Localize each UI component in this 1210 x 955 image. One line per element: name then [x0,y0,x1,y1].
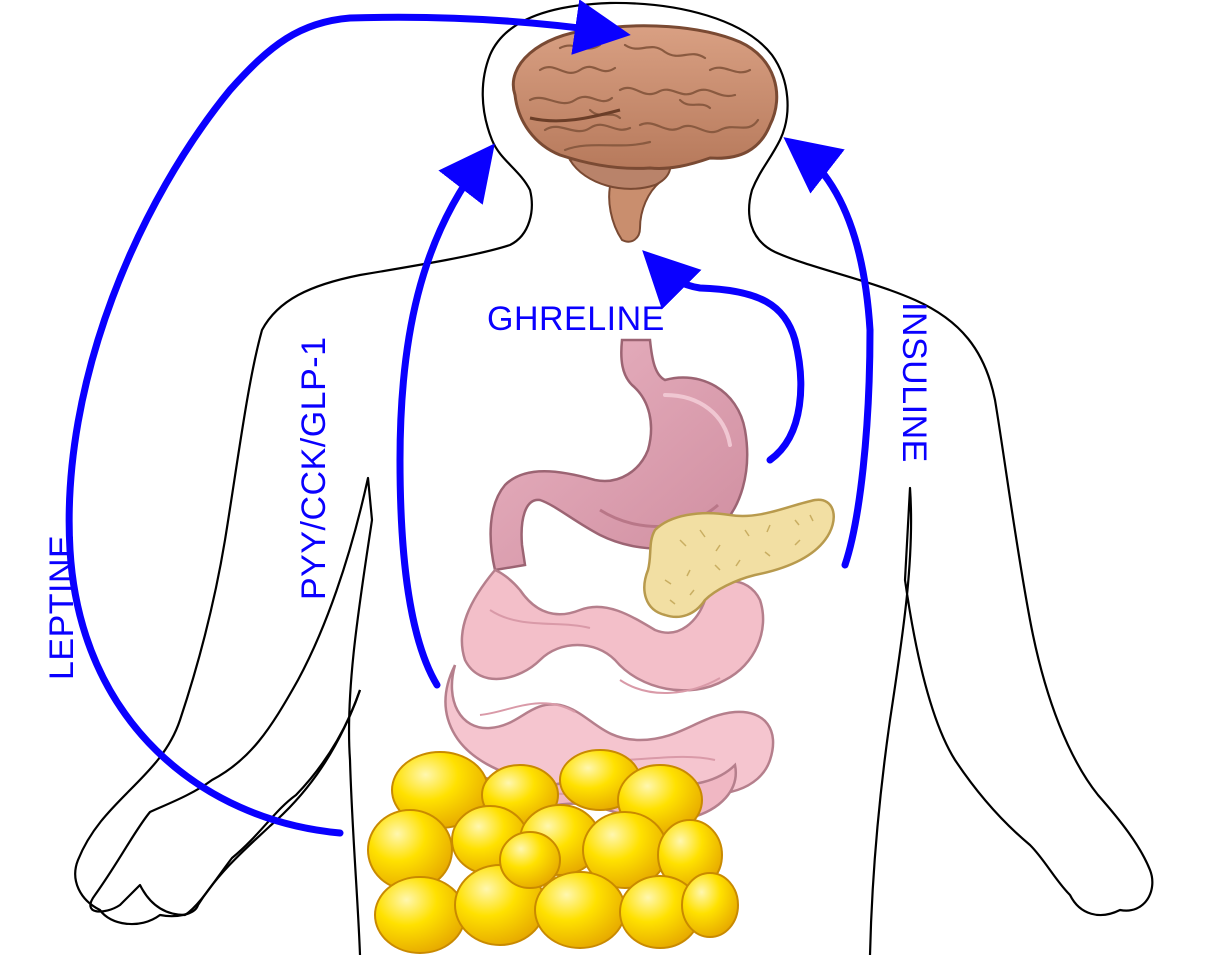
leptine-label: LEPTINE [43,535,81,680]
fat-cells-icon [368,750,738,953]
insuline-label: INSULINE [895,302,933,463]
pyy-cck-glp1-label: PYY/CCK/GLP-1 [295,337,333,600]
brain-icon [513,26,776,242]
ghreline-label: GHRELINE [487,300,665,338]
